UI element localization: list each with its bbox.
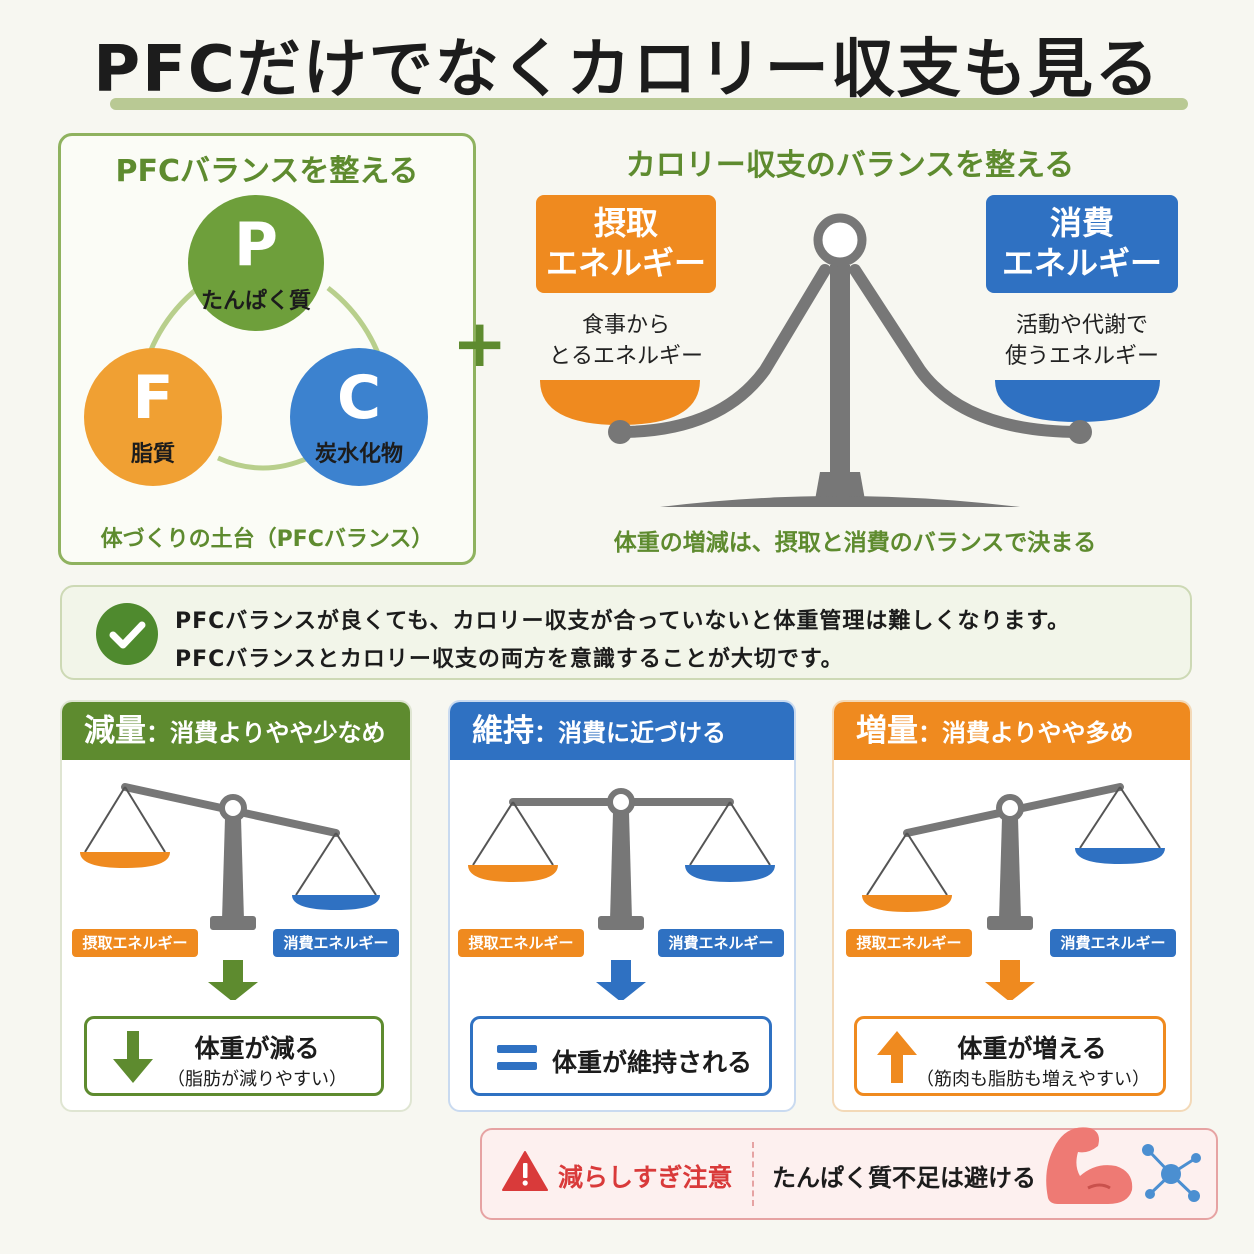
card-weight-loss-intake-label: 摂取エネルギー (72, 929, 198, 957)
fat-letter: F (132, 363, 174, 433)
card-weight-loss-header: 減量：消費よりやや少なめ (62, 702, 410, 760)
protein-letter: P (234, 210, 278, 280)
pfc-footer: 体づくりの土台（PFCバランス） (100, 527, 434, 552)
check-icon (96, 603, 158, 665)
fat-label: 脂質 (130, 442, 175, 467)
card-weight-loss-result-text: 体重が減る (194, 1034, 320, 1063)
big-balance-scale-icon (540, 213, 1160, 507)
intake-tag-line2: エネルギー (545, 244, 706, 282)
protein-label: たんぱく質 (200, 289, 311, 314)
molecule-icon (1142, 1144, 1201, 1202)
expend-tag: 消費 エネルギー (986, 195, 1178, 293)
calorie-heading: カロリー収支のバランスを整える (625, 148, 1075, 183)
intake-description: 食事から とるエネルギー (536, 310, 716, 372)
card-weight-loss-result-sub: （脂肪が減りやすい） (167, 1069, 347, 1090)
protein-circle: P たんぱく質 (188, 195, 324, 331)
page-title: PFCだけでなくカロリー収支も見る (93, 33, 1161, 107)
plus-icon: + (452, 305, 508, 382)
flexed-arm-icon (1046, 1127, 1133, 1204)
card-maintain-result: 体重が維持される (470, 1016, 772, 1096)
arrow-down-icon (113, 1031, 153, 1083)
warning-title: 減らしすぎ注意 (558, 1163, 733, 1192)
card-weight-loss-expend-label: 消費エネルギー (273, 929, 399, 957)
card-weight-gain-result: 体重が増える （筋肉も脂肪も増えやすい） (854, 1016, 1166, 1096)
warning-icon (502, 1151, 548, 1191)
card-weight-gain-subtitle: ：消費よりやや多め (918, 719, 1134, 747)
intake-desc-line1: 食事から (581, 313, 670, 338)
card-weight-gain-title: 増量 (856, 713, 918, 749)
intake-tag-line1: 摂取 (593, 204, 658, 242)
expend-desc-line1: 活動や代謝で (1015, 313, 1148, 338)
warning-text: たんぱく質不足は避ける (772, 1164, 1036, 1192)
carb-letter: C (336, 363, 382, 433)
title-underline (110, 98, 1188, 110)
note-line-1: PFCバランスが良くても、カロリー収支が合っていないと体重管理は難しくなります。 (175, 609, 1071, 634)
scale-maintain-icon (468, 788, 775, 1000)
pfc-heading: PFCバランスを整える (115, 154, 419, 189)
scale-weight-loss-icon (80, 783, 380, 1000)
note-box (60, 585, 1192, 680)
expend-description: 活動や代謝で 使うエネルギー (986, 310, 1178, 372)
fat-circle: F 脂質 (84, 348, 222, 486)
card-maintain-header: 維持：消費に近づける (450, 702, 794, 760)
carb-circle: C 炭水化物 (290, 348, 428, 486)
equals-icon (497, 1045, 537, 1070)
card-maintain-intake-label: 摂取エネルギー (458, 929, 584, 957)
scale-weight-gain-icon (862, 783, 1165, 1000)
card-weight-loss-result: 体重が減る （脂肪が減りやすい） (84, 1016, 384, 1096)
card-weight-gain-result-text: 体重が増える (957, 1034, 1107, 1063)
card-maintain-expend-label: 消費エネルギー (658, 929, 784, 957)
card-maintain-result-text: 体重が維持される (551, 1048, 752, 1077)
warning-divider (752, 1142, 754, 1206)
card-weight-gain-result-sub: （筋肉も脂肪も増えやすい） (916, 1069, 1150, 1090)
carb-label: 炭水化物 (314, 442, 403, 467)
expend-tag-line1: 消費 (1049, 204, 1114, 242)
card-weight-gain-header: 増量：消費よりやや多め (834, 702, 1190, 760)
expend-tag-line2: エネルギー (1001, 244, 1162, 282)
card-maintain-title: 維持 (472, 713, 534, 749)
expend-desc-line2: 使うエネルギー (1004, 344, 1159, 369)
note-line-2: PFCバランスとカロリー収支の両方を意識することが大切です。 (175, 647, 844, 672)
card-weight-loss-subtitle: ：消費よりやや少なめ (146, 719, 386, 747)
card-maintain-subtitle: ：消費に近づける (534, 719, 726, 747)
card-weight-gain-expend-label: 消費エネルギー (1050, 929, 1176, 957)
card-weight-loss-title: 減量 (84, 713, 146, 749)
calorie-footer: 体重の増減は、摂取と消費のバランスで決まる (613, 530, 1097, 556)
intake-tag: 摂取 エネルギー (536, 195, 716, 293)
intake-desc-line2: とるエネルギー (548, 344, 703, 369)
arrow-up-icon (877, 1031, 917, 1083)
card-weight-gain-intake-label: 摂取エネルギー (846, 929, 972, 957)
